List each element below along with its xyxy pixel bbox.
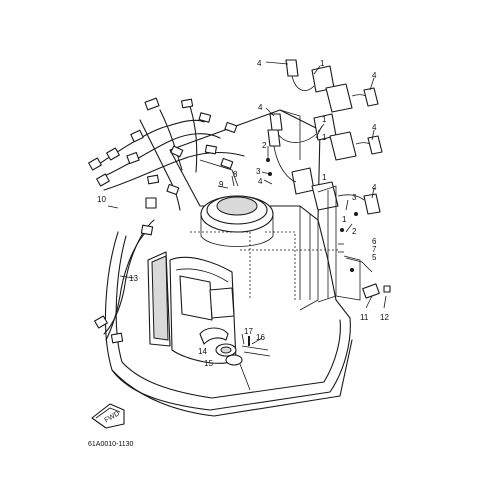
callout-labels: 4 1 4 4 1 4 2 1 3 4 1 4 3 1 2 6 7 5 8 9 …: [97, 59, 389, 368]
callout-3-a: 3: [256, 167, 261, 176]
relay: [362, 283, 391, 299]
callout-2-b: 2: [352, 227, 357, 236]
engine-top-housing: [169, 109, 321, 247]
wire-harness: [88, 97, 245, 211]
callout-1-c: 1: [322, 133, 327, 142]
callout-1-b: 1: [322, 115, 327, 124]
callout-7: 7: [372, 245, 377, 254]
callout-16: 16: [256, 333, 265, 342]
forward-direction-badge: FWD: [91, 403, 125, 429]
bottom-cowling: [104, 200, 353, 417]
callout-10: 10: [97, 195, 106, 204]
callout-12: 12: [380, 313, 389, 322]
callout-4-e: 4: [258, 177, 263, 186]
callout-8: 8: [233, 170, 238, 179]
callout-4-b: 4: [372, 71, 377, 80]
callout-9: 9: [219, 180, 224, 189]
callout-4-a: 4: [257, 59, 262, 68]
callout-4-d: 4: [372, 123, 377, 132]
callout-17: 17: [244, 327, 253, 336]
callout-5: 5: [372, 253, 377, 262]
callout-1-d: 1: [322, 173, 327, 182]
callout-15: 15: [204, 359, 213, 368]
diagram-code: 61A0010-1130: [88, 441, 134, 448]
callout-3-b: 3: [352, 193, 357, 202]
callout-11: 11: [360, 313, 369, 322]
callout-14: 14: [198, 347, 207, 356]
grommet-assembly: [199, 327, 271, 391]
ignition-coils: [266, 59, 383, 232]
battery-cable: [94, 197, 157, 344]
callout-4-c: 4: [258, 103, 263, 112]
callout-4-f: 4: [372, 183, 377, 192]
callout-2-a: 2: [262, 141, 267, 150]
callout-1-e: 1: [342, 215, 347, 224]
callout-1-a: 1: [320, 59, 325, 68]
callout-13: 13: [129, 274, 138, 283]
callout-6: 6: [372, 237, 377, 246]
electrical-box: [317, 185, 373, 303]
